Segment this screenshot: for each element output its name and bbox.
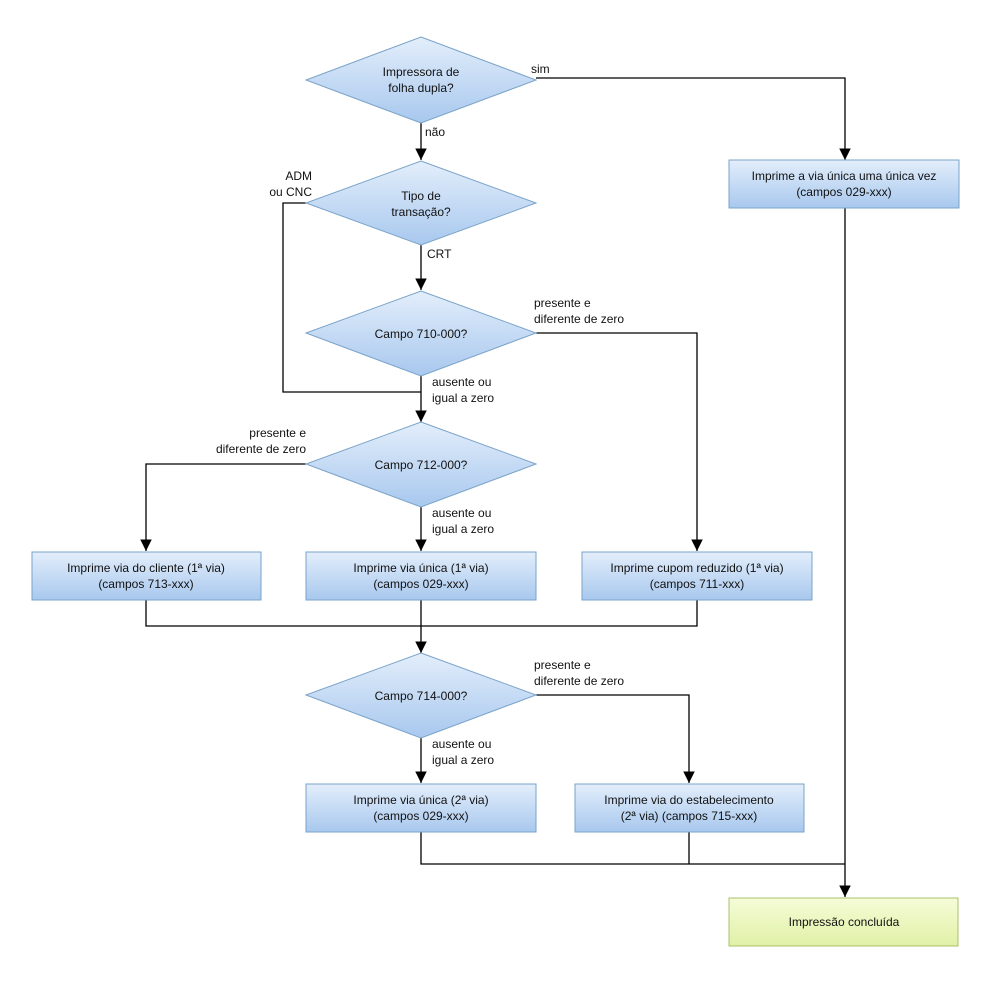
box-via-cliente: Imprime via do cliente (1ª via)(campos 7… (31, 551, 262, 601)
box-label: Impressão concluída (789, 915, 900, 929)
box-label: Imprime a via única uma única vez(campos… (752, 169, 937, 199)
box-via-estabelecimento: Imprime via do estabelecimento(2ª via) (… (574, 783, 805, 833)
edges (140, 77, 851, 897)
edge-d5-presente (536, 694, 695, 783)
edge-label-crt: CRT (427, 247, 452, 261)
box-label: Imprime cupom reduzido (1ª via)(campos 7… (610, 561, 783, 591)
edge-label-sim: sim (531, 62, 550, 76)
box-label: Imprime via do cliente (1ª via)(campos 7… (67, 561, 225, 591)
box-via-unica-unica-vez: Imprime a via única uma única vez(campos… (728, 159, 960, 209)
box-via-unica-1: Imprime via única (1ª via)(campos 029-xx… (305, 551, 537, 601)
edge-label-nao: não (425, 125, 445, 139)
decision-label: Campo 710-000? (375, 327, 468, 341)
decision-label: Campo 714-000? (375, 689, 468, 703)
box-label: Imprime via única (1ª via)(campos 029-xx… (353, 561, 488, 591)
box-via-unica-2: Imprime via única (2ª via)(campos 029-xx… (305, 783, 537, 833)
edge-second-copy-merge (420, 832, 845, 865)
decision-campo-712: Campo 712-000? (304, 421, 538, 508)
box-label: Imprime via única (2ª via)(campos 029-xx… (353, 793, 488, 823)
decision-campo-714: Campo 714-000? (304, 652, 538, 739)
decision-campo-710: Campo 710-000? (304, 290, 538, 377)
decision-label: Campo 712-000? (375, 458, 468, 472)
edge-d2-adm (282, 202, 421, 393)
edge-d3-presente (536, 332, 703, 551)
box-impressao-concluida: Impressão concluída (728, 897, 959, 947)
box-label: Imprime via do estabelecimento(2ª via) (… (604, 793, 774, 823)
edge-d4-presente (140, 463, 306, 551)
edge-first-copy-merge (145, 600, 698, 653)
edge-d1-sim (536, 77, 851, 160)
box-cupom-reduzido: Imprime cupom reduzido (1ª via)(campos 7… (581, 551, 813, 601)
